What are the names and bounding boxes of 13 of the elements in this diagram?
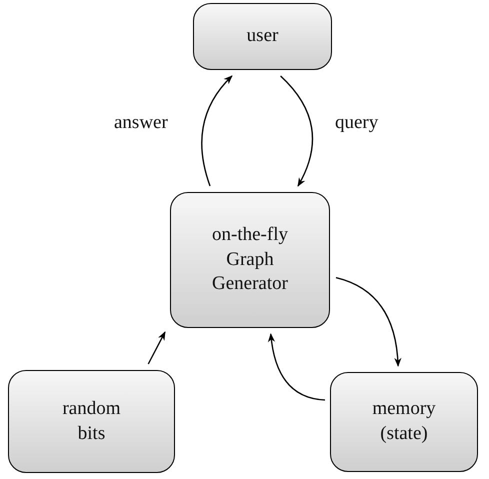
arrow bbox=[336, 277, 402, 367]
arrow bbox=[148, 331, 166, 364]
node-label: memory (state) bbox=[371, 397, 437, 446]
process-box bbox=[193, 3, 332, 70]
node-label: user bbox=[246, 24, 278, 48]
process-box bbox=[170, 192, 330, 328]
process-box bbox=[330, 372, 478, 472]
process-box bbox=[8, 370, 175, 473]
arrow bbox=[201, 75, 233, 186]
arrow bbox=[280, 76, 314, 187]
node-label: random bits bbox=[61, 396, 122, 446]
node-label: on-the-fly Graph Generator bbox=[211, 222, 289, 296]
arrow bbox=[268, 333, 326, 401]
